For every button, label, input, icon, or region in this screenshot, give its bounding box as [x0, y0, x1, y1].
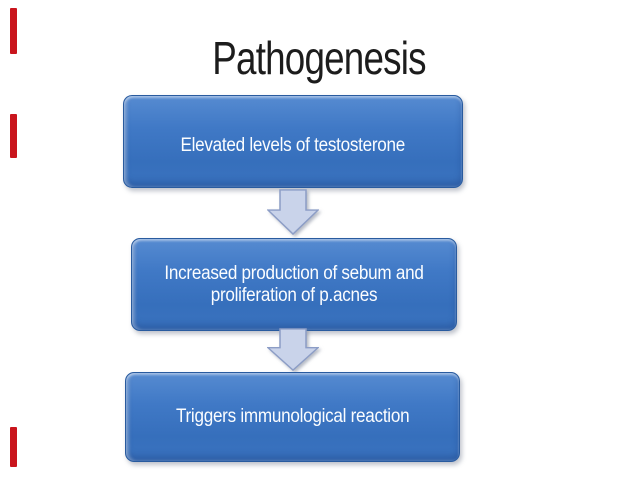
- flow-step-label: Triggers immunological reaction: [175, 406, 410, 427]
- flow-step-box-1: Elevated levels of testosterone: [123, 95, 463, 188]
- page-title: Pathogenesis: [212, 32, 426, 84]
- left-edge-red-bar: [10, 114, 17, 158]
- flow-step-box-2: Increased production of sebum and prolif…: [131, 238, 457, 331]
- flow-step-box-3: Triggers immunological reaction: [125, 372, 460, 462]
- left-edge-red-bar: [10, 8, 17, 54]
- flow-step-label: Increased production of sebum and prolif…: [164, 262, 424, 306]
- down-arrow-icon: [267, 189, 319, 235]
- left-edge-red-bar: [10, 427, 17, 467]
- flow-step-label: Elevated levels of testosterone: [180, 134, 406, 156]
- down-arrow-icon: [267, 328, 319, 371]
